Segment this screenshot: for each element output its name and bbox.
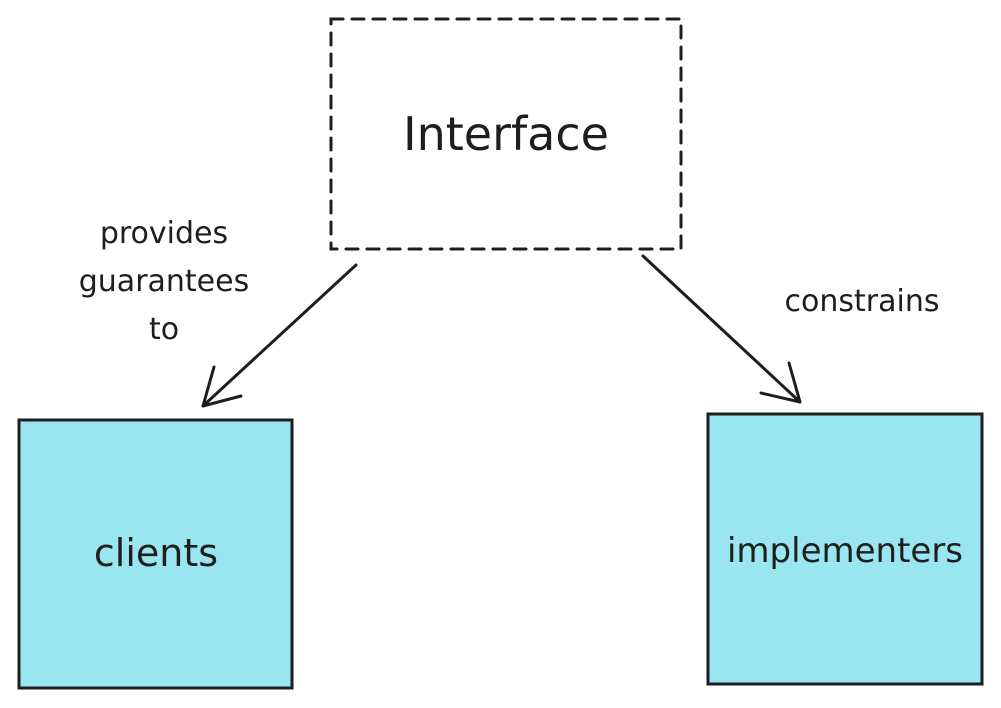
interface-label: Interface <box>403 107 609 161</box>
interface-node[interactable]: Interface <box>329 17 683 251</box>
implementers-box <box>706 412 984 686</box>
interface-box <box>329 17 683 251</box>
arrow-to-clients-line <box>201 263 358 408</box>
clients-label: clients <box>94 531 218 575</box>
edge-label-line: to <box>149 312 179 347</box>
edge-label-line: constrains <box>785 284 940 319</box>
arrow-to-implementers-head <box>759 361 802 404</box>
clients-box <box>17 418 294 690</box>
edge-label-to-clients: provides guarantees to <box>79 216 249 347</box>
implementers-label: implementers <box>727 531 963 571</box>
edge-label-line: provides <box>100 216 228 251</box>
arrow-to-clients <box>201 263 358 408</box>
arrow-to-implementers <box>641 254 802 404</box>
arrow-to-implementers-line <box>641 254 802 404</box>
clients-node[interactable]: clients <box>17 418 294 690</box>
implementers-node[interactable]: implementers <box>706 412 984 686</box>
edge-label-to-implementers: constrains <box>785 284 940 319</box>
arrow-to-clients-head <box>201 365 243 408</box>
edge-label-line: guarantees <box>79 264 249 299</box>
